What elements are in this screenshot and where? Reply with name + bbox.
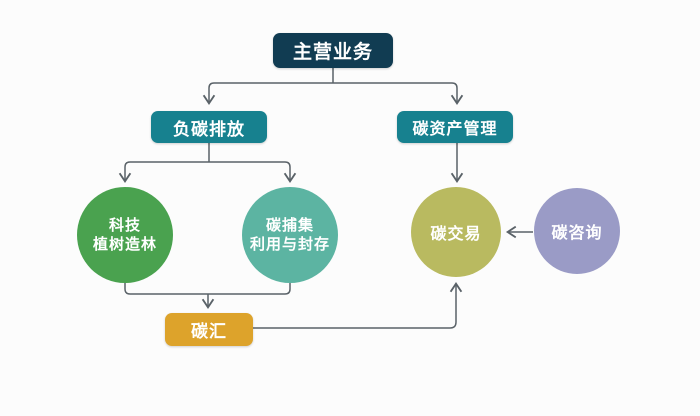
edge-ccus-to-sink: [208, 283, 291, 295]
node-carbon-trading: 碳交易: [411, 187, 501, 277]
edge-to-tech-afforestation: [118, 161, 209, 184]
node-carbon-capture-line1: 碳捕集: [265, 216, 314, 234]
node-carbon-capture-line2: 利用与封存: [249, 236, 330, 253]
edge-to-ccus: [209, 161, 297, 184]
node-tech-afforestation-line1: 科技: [108, 216, 141, 234]
edge-sink-to-trading: [253, 281, 463, 329]
edge-tech-afforestation-to-sink: [124, 283, 208, 295]
node-carbon-asset-management: 碳资产管理: [397, 111, 513, 143]
node-tech-afforestation: 科技 植树造林: [77, 187, 173, 283]
node-negative-carbon-emission: 负碳排放: [151, 111, 267, 143]
node-carbon-consulting: 碳咨询: [534, 188, 620, 274]
node-carbon-sink: 碳汇: [165, 313, 253, 346]
edge-root-to-negative-carbon: [202, 82, 333, 106]
edge-root-to-carbon-asset-mgmt: [333, 82, 464, 106]
node-main-business: 主营业务: [273, 33, 393, 68]
node-tech-afforestation-line2: 植树造林: [92, 236, 157, 253]
node-carbon-capture-storage: 碳捕集 利用与封存: [242, 187, 338, 283]
